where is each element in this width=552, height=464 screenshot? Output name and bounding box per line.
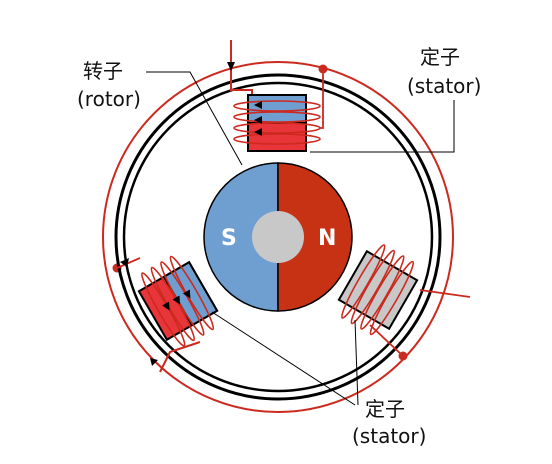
stator-top-arrow-1-icon <box>254 101 262 109</box>
stator-bottom-label-cn: 定子 <box>365 397 405 421</box>
stator-top-arrow-3-icon <box>254 128 262 136</box>
stator-br-lead-in <box>369 324 404 357</box>
rotor-south-half <box>203 162 279 312</box>
stator-top-leader-line <box>310 100 455 153</box>
stator-bl-arrow-in-icon <box>150 358 158 366</box>
stator-top-lead-out <box>320 69 324 129</box>
stator-top <box>227 40 324 152</box>
stator-bottom-left <box>137 255 219 347</box>
rotor-shaft <box>252 211 304 263</box>
stator-br-lead-out <box>419 289 471 298</box>
stator-bl-arrow-3-icon <box>182 289 191 299</box>
stator-top-label-en: (stator) <box>407 74 481 98</box>
motor-housing <box>114 73 442 401</box>
stator-bl-arrow-1-icon <box>162 301 170 311</box>
rotor-south-pole-label: S <box>221 226 237 251</box>
rotor-leader-line <box>146 71 243 166</box>
rotor-label-cn: 转子 <box>83 59 123 83</box>
stator-bl-lead-in <box>159 341 201 373</box>
stator-bottom-right <box>337 244 419 336</box>
rotor-north-half <box>277 162 353 312</box>
rotor: S N <box>203 162 353 312</box>
rotor-label-en: (rotor) <box>77 87 141 111</box>
stator-bl-arrow-lead-icon <box>120 258 129 267</box>
stator-bottom-leader-left <box>211 311 356 406</box>
stator-bottom-leader-right <box>354 319 359 406</box>
rotor-north-pole-label: N <box>318 226 336 251</box>
stator-top-label-cn: 定子 <box>420 45 460 69</box>
stator-bl-arrow-2-icon <box>172 295 180 305</box>
outer-circuit-wire <box>102 61 454 413</box>
stator-br-coil <box>341 244 415 336</box>
stator-bottom-label-en: (stator) <box>352 424 426 448</box>
stator-top-arrow-icon <box>227 62 235 71</box>
stator-top-arrow-2-icon <box>254 116 262 124</box>
stator-bl-lead-out <box>116 257 141 269</box>
